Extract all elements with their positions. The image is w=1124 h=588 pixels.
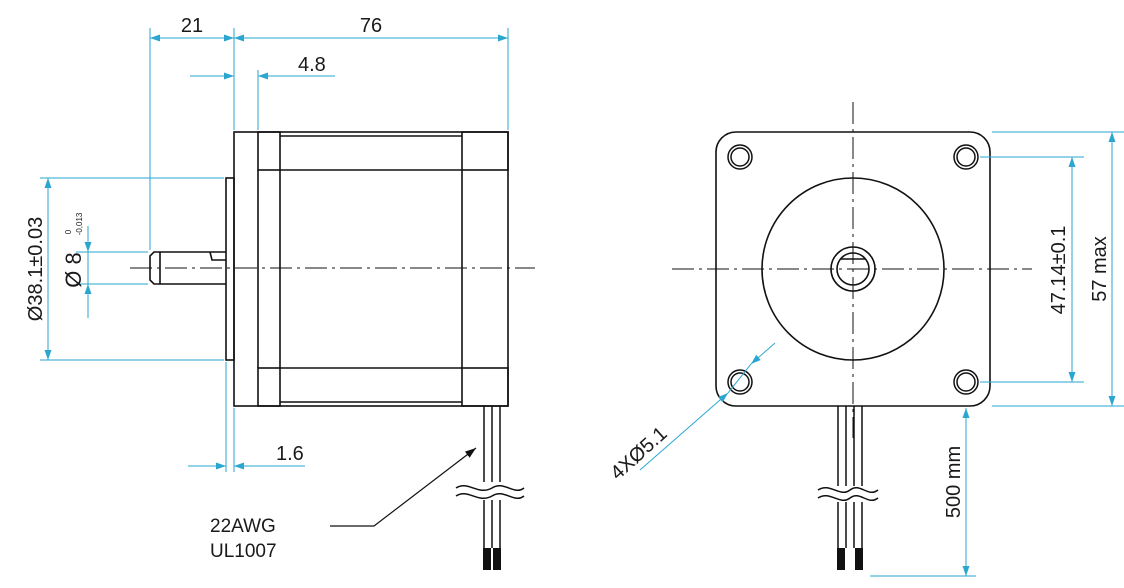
wire-end-left bbox=[483, 548, 491, 570]
dim-mounting-holes-label: 4XØ5.1 bbox=[606, 423, 671, 485]
tolerance-lower: -0,013 bbox=[75, 212, 84, 235]
motor-body bbox=[233, 131, 509, 407]
dim-flange-step: 4.8 bbox=[190, 54, 335, 80]
front-center-lines bbox=[672, 102, 1032, 438]
dim-lead-length: 500 mm bbox=[943, 408, 970, 576]
dim-hole-spacing: 47.14±0.1 bbox=[1048, 157, 1076, 382]
dim-hole-spacing-label: 47.14±0.1 bbox=[1048, 226, 1070, 315]
mounting-holes bbox=[727, 144, 979, 395]
front-wire-end-left bbox=[837, 548, 845, 570]
wire-callout: 22AWG UL1007 bbox=[210, 447, 477, 562]
dim-shaft-diameter-label: Ø 8 bbox=[61, 252, 86, 287]
dim-shaft-length-label: 21 bbox=[181, 15, 203, 37]
wire-standard-label: UL1007 bbox=[210, 541, 277, 562]
front-extension-lines bbox=[870, 131, 1124, 577]
front-lead-wires bbox=[817, 406, 879, 548]
dim-shaft-length: 21 bbox=[150, 15, 234, 42]
dim-pilot-thickness: 1.6 bbox=[188, 443, 305, 470]
dim-frame-size: 57 max bbox=[1089, 132, 1116, 406]
dim-body-length: 76 bbox=[234, 15, 508, 42]
front-view: 47.14±0.1 57 max 4XØ5.1 500 mm bbox=[606, 102, 1124, 577]
dim-shaft-diameter: Ø 8 0 -0,013 bbox=[61, 212, 92, 318]
side-lead-wires bbox=[455, 406, 525, 548]
dim-frame-size-label: 57 max bbox=[1089, 236, 1111, 302]
dim-mounting-holes: 4XØ5.1 bbox=[606, 342, 776, 485]
wire-gauge-label: 22AWG bbox=[210, 516, 276, 537]
dim-flange-step-label: 4.8 bbox=[298, 54, 326, 76]
dim-pilot-diameter: Ø38.1±0.03 bbox=[25, 178, 52, 360]
tolerance-upper: 0 bbox=[64, 229, 73, 234]
dim-pilot-thickness-label: 1.6 bbox=[276, 443, 304, 465]
dim-lead-length-label: 500 mm bbox=[943, 446, 965, 518]
dim-pilot-diameter-label: Ø38.1±0.03 bbox=[25, 217, 47, 321]
pilot-boss bbox=[225, 177, 235, 361]
front-wire-end-right bbox=[855, 548, 863, 570]
wire-end-right bbox=[493, 548, 501, 570]
side-view: 21 76 4.8 1.6 Ø38.1±0.03 Ø bbox=[25, 15, 535, 570]
dim-body-length-label: 76 bbox=[360, 15, 382, 37]
